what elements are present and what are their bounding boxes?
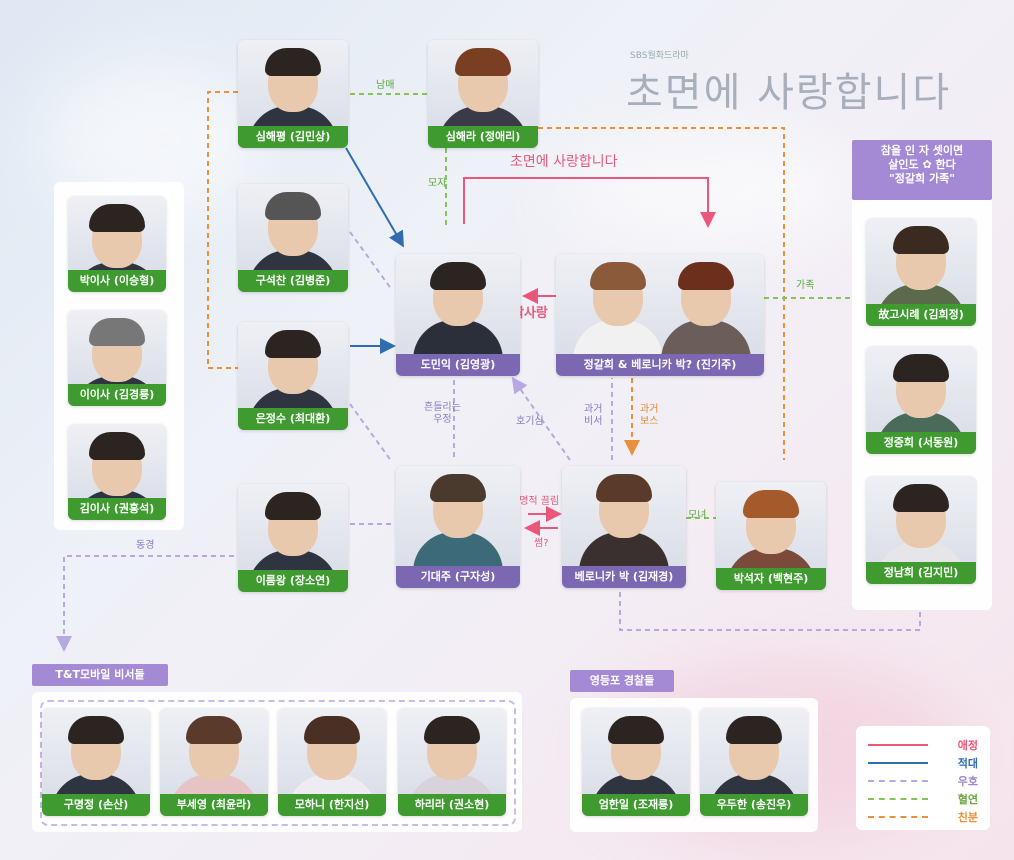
label-mother-daughter: 모녀 [688,510,707,521]
legend-label: 친분 [957,811,978,824]
label-some: 썸? [534,538,549,549]
legend: 애정 적대 우호 혈연 친분 [856,726,990,830]
legend-row: 혈연 [868,790,978,806]
card-name: 부세영 (최윤라) [160,794,268,816]
card-name: 베로니카 박 (김재경) [562,566,686,588]
card-jeong-galhui[interactable]: 정갈희 & 베로니카 박? (진기주) [556,254,764,376]
card-gu-myeongjeong[interactable]: 구명정 (손산) [42,708,150,816]
legend-row: 친분 [868,808,978,824]
card-name: 구석찬 (김병준) [238,270,348,292]
card-name: 모하니 (한지선) [278,794,386,816]
card-name: 기대주 (구자성) [396,566,520,588]
card-eom-hanil[interactable]: 엄한일 (조재룡) [582,708,690,816]
logo-subtitle: SBS월화드라마 [630,51,689,61]
police-title: 영등포 경찰들 [570,670,674,692]
card-u-duhan[interactable]: 우두한 (송진우) [700,708,808,816]
card-name: 이름왕 (장소연) [238,570,348,592]
card-name: 김이사 (권홍석) [68,498,166,520]
legend-row: 우호 [868,772,978,788]
card-ha-rira[interactable]: 하리라 (권소현) [398,708,506,816]
card-jeong-namhui[interactable]: 정남희 (김지민) [866,476,976,584]
tt-title: T&T모바일 비서들 [32,664,168,686]
card-name: 우두한 (송진우) [700,794,808,816]
card-name: 정중희 (서동원) [866,432,976,454]
card-name: 엄한일 (조재룡) [582,794,690,816]
label-fatal: 치명적 끌림 [510,496,560,507]
card-mo-hani[interactable]: 모하니 (한지선) [278,708,386,816]
label-main-love: 초면에 사랑합니다 [510,154,618,170]
card-name: 박이사 (이승형) [68,270,166,292]
card-name: 하리라 (권소현) [398,794,506,816]
card-gu-seokchan[interactable]: 구석찬 (김병준) [238,184,348,292]
card-name: 심해라 (정애리) [428,126,538,148]
card-lee-isa[interactable]: 이이사 (김경룡) [68,310,166,406]
card-jeong-junghui[interactable]: 정중희 (서동원) [866,346,976,454]
label-ex-boss: 과거 보스 [640,404,659,427]
card-do-minik[interactable]: 도민익 (김영광) [396,254,520,376]
card-name: 도민익 (김영광) [396,354,520,376]
label-family: 가족 [796,280,815,291]
legend-row: 애정 [868,736,978,752]
card-shim-haera[interactable]: 심해라 (정애리) [428,40,538,148]
card-name: 정남희 (김지민) [866,562,976,584]
family-title: 참을 인 자 셋이면 살인도 ✿ 한다 "정갈희 가족" [852,140,992,200]
card-veronica[interactable]: 베로니카 박 (김재경) [562,466,686,588]
card-shim-haepyung[interactable]: 심해평 (김민상) [238,40,348,148]
card-name: 박석자 (백현주) [716,568,826,590]
tt-dashed-border [40,700,516,826]
card-go-sirye[interactable]: 故고시례 (김희정) [866,218,976,326]
card-kim-isa[interactable]: 김이사 (권홍석) [68,424,166,520]
card-eun-jeongsu[interactable]: 은정수 (최대환) [238,322,348,430]
card-name: 정갈희 & 베로니카 박? (진기주) [556,354,764,376]
legend-label: 적대 [957,757,978,770]
drama-logo: 초면에 사랑합니다 [626,70,952,116]
label-siblings: 남매 [376,80,395,91]
card-name: 이이사 (김경룡) [68,384,166,406]
legend-label: 애정 [957,739,978,752]
label-admire: 동경 [136,540,155,551]
label-wavering: 흔들리는 우정 [424,402,461,425]
label-curiosity: 호기심 [516,416,544,427]
card-name: 은정수 (최대환) [238,408,348,430]
label-one-sided: 짝사랑 [512,306,548,321]
card-name: 故고시례 (김희정) [866,304,976,326]
label-mother-son: 모자 [428,178,447,189]
card-bu-seyeong[interactable]: 부세영 (최윤라) [160,708,268,816]
legend-label: 혈연 [957,793,978,806]
legend-label: 우호 [957,775,978,788]
card-park-seokja[interactable]: 박석자 (백현주) [716,482,826,590]
label-ex-secretary: 과거 비서 [584,404,603,427]
card-gi-daeju[interactable]: 기대주 (구자성) [396,466,520,588]
card-park-isa[interactable]: 박이사 (이승형) [68,196,166,292]
card-name: 심해평 (김민상) [238,126,348,148]
card-name: 구명정 (손산) [42,794,150,816]
legend-row: 적대 [868,754,978,770]
card-lee-reumwang[interactable]: 이름왕 (장소연) [238,484,348,592]
